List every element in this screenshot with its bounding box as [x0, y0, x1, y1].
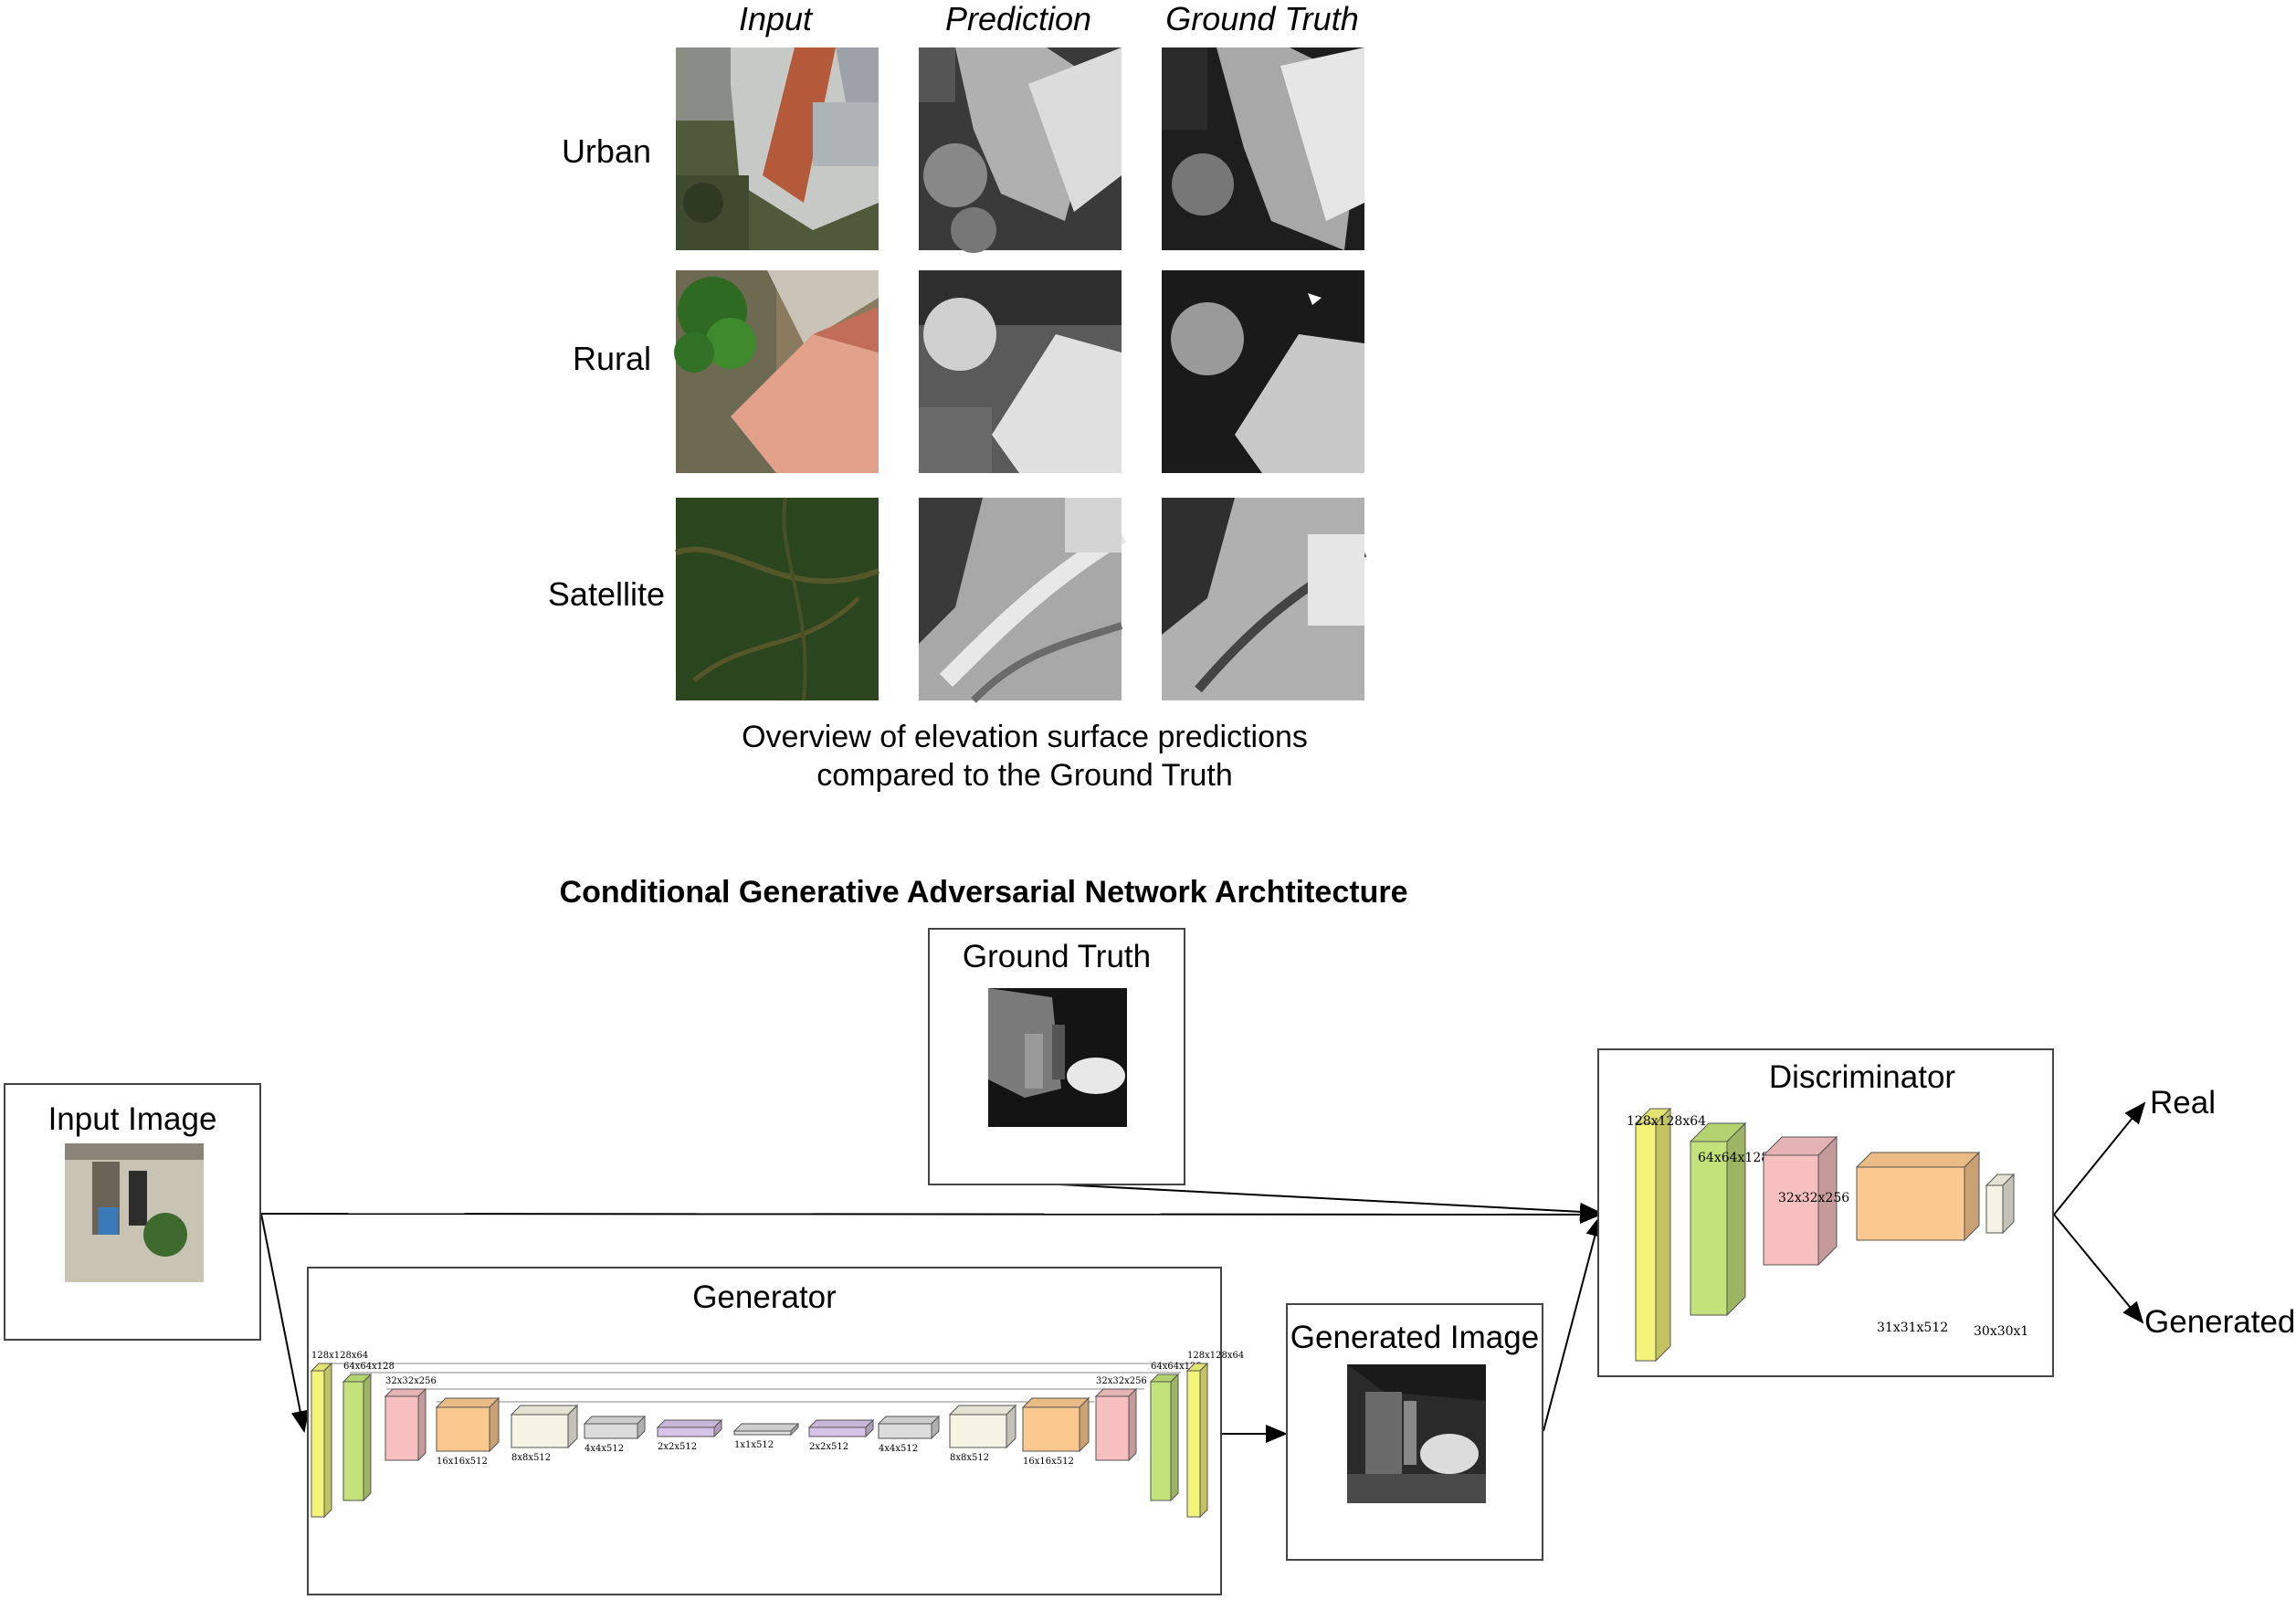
generator-layer-label-8: 1x1x512 — [734, 1440, 774, 1450]
rural-ground-truth-image — [1162, 270, 1364, 473]
discriminator-box: Discriminator 128x128x64 64x64x128 32x32x2… — [1597, 1048, 2054, 1377]
discriminator-layer-label-3: 32x32x256 — [1778, 1191, 1849, 1205]
generator-layer-label-9: 2x2x512 — [809, 1442, 848, 1452]
arrow-input-to-discriminator — [260, 1205, 1602, 1224]
urban-input-image — [676, 47, 879, 250]
discriminator-network-diagram: 128x128x64 64x64x128 32x32x256 31x31x512 30x… — [1627, 1107, 2028, 1363]
generator-layer-label-14: 64x64x128 — [1151, 1362, 1202, 1372]
generator-layer-5 — [510, 1404, 579, 1449]
comparison-caption: Overview of elevation surface prediction… — [614, 718, 1436, 795]
generator-layer-9 — [807, 1418, 875, 1438]
output-real-label: Real — [2150, 1085, 2216, 1121]
generated-image-thumbnail — [1347, 1364, 1486, 1503]
urban-prediction-image — [919, 47, 1122, 253]
ground-truth-label: Ground Truth — [962, 939, 1152, 974]
generator-layer-11 — [948, 1404, 1017, 1449]
generator-label: Generator — [692, 1279, 837, 1315]
column-header-ground-truth: Ground Truth — [1165, 0, 1359, 37]
column-header-prediction: Prediction — [944, 0, 1092, 37]
generator-layer-label-2: 64x64x128 — [343, 1362, 395, 1372]
discriminator-layer-4 — [1855, 1151, 1981, 1242]
discriminator-layer-label-2: 64x64x128 — [1698, 1151, 1769, 1165]
discriminator-layer-label-1: 128x128x64 — [1627, 1114, 1706, 1129]
generator-layer-4 — [435, 1396, 500, 1453]
discriminator-label: Discriminator — [1768, 1059, 1956, 1095]
generator-layer-13 — [1094, 1387, 1138, 1462]
generator-layer-label-11: 8x8x512 — [950, 1453, 989, 1463]
generator-layer-1 — [310, 1362, 333, 1519]
generated-image-label: Generated Image — [1290, 1320, 1540, 1355]
arrow-generated-to-discriminator — [1543, 1215, 1605, 1432]
generator-layer-label-1: 128x128x64 — [311, 1351, 368, 1361]
generated-image-box: Generated Image — [1286, 1303, 1543, 1561]
generator-layer-12 — [1021, 1396, 1090, 1453]
generator-layer-2 — [342, 1373, 373, 1502]
satellite-ground-truth-image — [1162, 498, 1367, 700]
ground-truth-thumbnail — [988, 988, 1127, 1127]
input-image-thumbnail — [65, 1143, 204, 1282]
generator-layer-label-5: 8x8x512 — [511, 1453, 551, 1463]
generator-layer-label-6: 4x4x512 — [585, 1444, 624, 1454]
satellite-input-image — [675, 497, 880, 701]
row-label-urban: Urban — [561, 132, 651, 170]
discriminator-layer-label-4: 31x31x512 — [1877, 1321, 1948, 1335]
caption-line-2: compared to the Ground Truth — [816, 758, 1233, 793]
input-image-box: Input Image — [4, 1083, 261, 1341]
generator-layer-label-7: 2x2x512 — [658, 1442, 697, 1452]
rural-prediction-image — [919, 270, 1122, 473]
discriminator-layer-label-5: 30x30x1 — [1974, 1324, 2028, 1339]
discriminator-layers: 128x128x64 64x64x128 32x32x256 31x31x512 30x… — [1627, 1107, 2028, 1363]
column-header-input: Input — [738, 0, 813, 37]
input-image-label: Input Image — [47, 1101, 217, 1137]
row-label-satellite: Satellite — [547, 575, 665, 613]
arrow-to-generated-output — [2053, 1214, 2144, 1324]
urban-ground-truth-image — [1162, 47, 1364, 250]
generator-layer-10 — [877, 1415, 941, 1440]
generator-layer-label-10: 4x4x512 — [879, 1444, 918, 1454]
generator-layer-label-3: 32x32x256 — [385, 1376, 437, 1386]
arrow-to-real — [2053, 1101, 2146, 1216]
generator-layer-15 — [1185, 1362, 1209, 1519]
discriminator-layer-1 — [1634, 1107, 1672, 1363]
generator-layer-label-13: 32x32x256 — [1096, 1376, 1147, 1386]
caption-line-1: Overview of elevation surface prediction… — [742, 720, 1308, 754]
row-label-rural: Rural — [572, 340, 651, 377]
generator-layer-8 — [732, 1422, 800, 1437]
ground-truth-box: Ground Truth — [928, 928, 1185, 1185]
arrow-ground-truth-to-discriminator — [1058, 1184, 1602, 1221]
arrow-input-to-generator — [260, 1213, 310, 1433]
discriminator-layer-5 — [1985, 1173, 2016, 1235]
discriminator-layer-2 — [1689, 1121, 1747, 1317]
output-generated-label: Generated — [2144, 1304, 2296, 1340]
generator-layer-14 — [1149, 1373, 1180, 1502]
generator-layer-label-4: 16x16x512 — [437, 1457, 488, 1467]
generator-layer-6 — [583, 1415, 647, 1440]
generator-layer-3 — [384, 1387, 427, 1462]
generator-layer-label-12: 16x16x512 — [1023, 1457, 1074, 1467]
discriminator-layer-3 — [1762, 1135, 1838, 1267]
rural-input-image — [674, 270, 879, 473]
generator-layer-7 — [656, 1418, 723, 1438]
architecture-title: Conditional Generative Adversarial Netwo… — [559, 875, 1408, 910]
generator-layer-label-15: 128x128x64 — [1187, 1351, 1244, 1361]
satellite-prediction-image — [919, 498, 1127, 703]
